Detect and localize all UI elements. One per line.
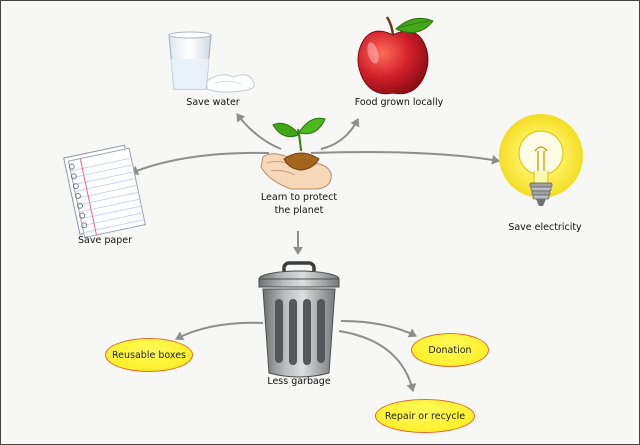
arrow-to-food bbox=[320, 118, 360, 150]
reusable-boxes-label: Reusable boxes bbox=[111, 349, 187, 361]
apple-icon bbox=[357, 16, 434, 95]
arrow-to-paper bbox=[130, 151, 270, 176]
reusable-boxes-pill: Reusable boxes bbox=[105, 338, 193, 372]
donation-pill: Donation bbox=[411, 333, 489, 367]
center-label-line1: Learn to protect bbox=[260, 192, 338, 203]
repair-or-recycle-pill: Repair or recycle bbox=[375, 399, 475, 433]
food-grown-locally-label: Food grown locally bbox=[354, 97, 444, 108]
trash-can-icon bbox=[258, 261, 340, 378]
connector-arrows bbox=[130, 113, 500, 392]
arrow-to-electricity bbox=[310, 151, 500, 165]
paper-notepad-icon bbox=[63, 144, 146, 239]
save-paper-label: Save paper bbox=[78, 235, 132, 246]
repair-or-recycle-label: Repair or recycle bbox=[384, 410, 466, 422]
arrow-to-repair bbox=[338, 330, 417, 392]
save-electricity-label: Save electricity bbox=[508, 222, 582, 233]
seedling-in-hand-icon bbox=[260, 117, 332, 190]
center-label: Learn to protect the planet bbox=[247, 191, 351, 217]
water-glass-icon bbox=[168, 31, 255, 93]
arrow-to-save-water bbox=[236, 113, 282, 150]
arrow-to-donation bbox=[340, 320, 417, 338]
save-water-label: Save water bbox=[186, 97, 240, 108]
center-label-line2: the planet bbox=[274, 205, 324, 216]
arrow-to-reusable bbox=[175, 321, 264, 341]
donation-label: Donation bbox=[428, 344, 472, 356]
light-bulb-icon bbox=[499, 114, 583, 206]
less-garbage-label: Less garbage bbox=[267, 376, 331, 387]
